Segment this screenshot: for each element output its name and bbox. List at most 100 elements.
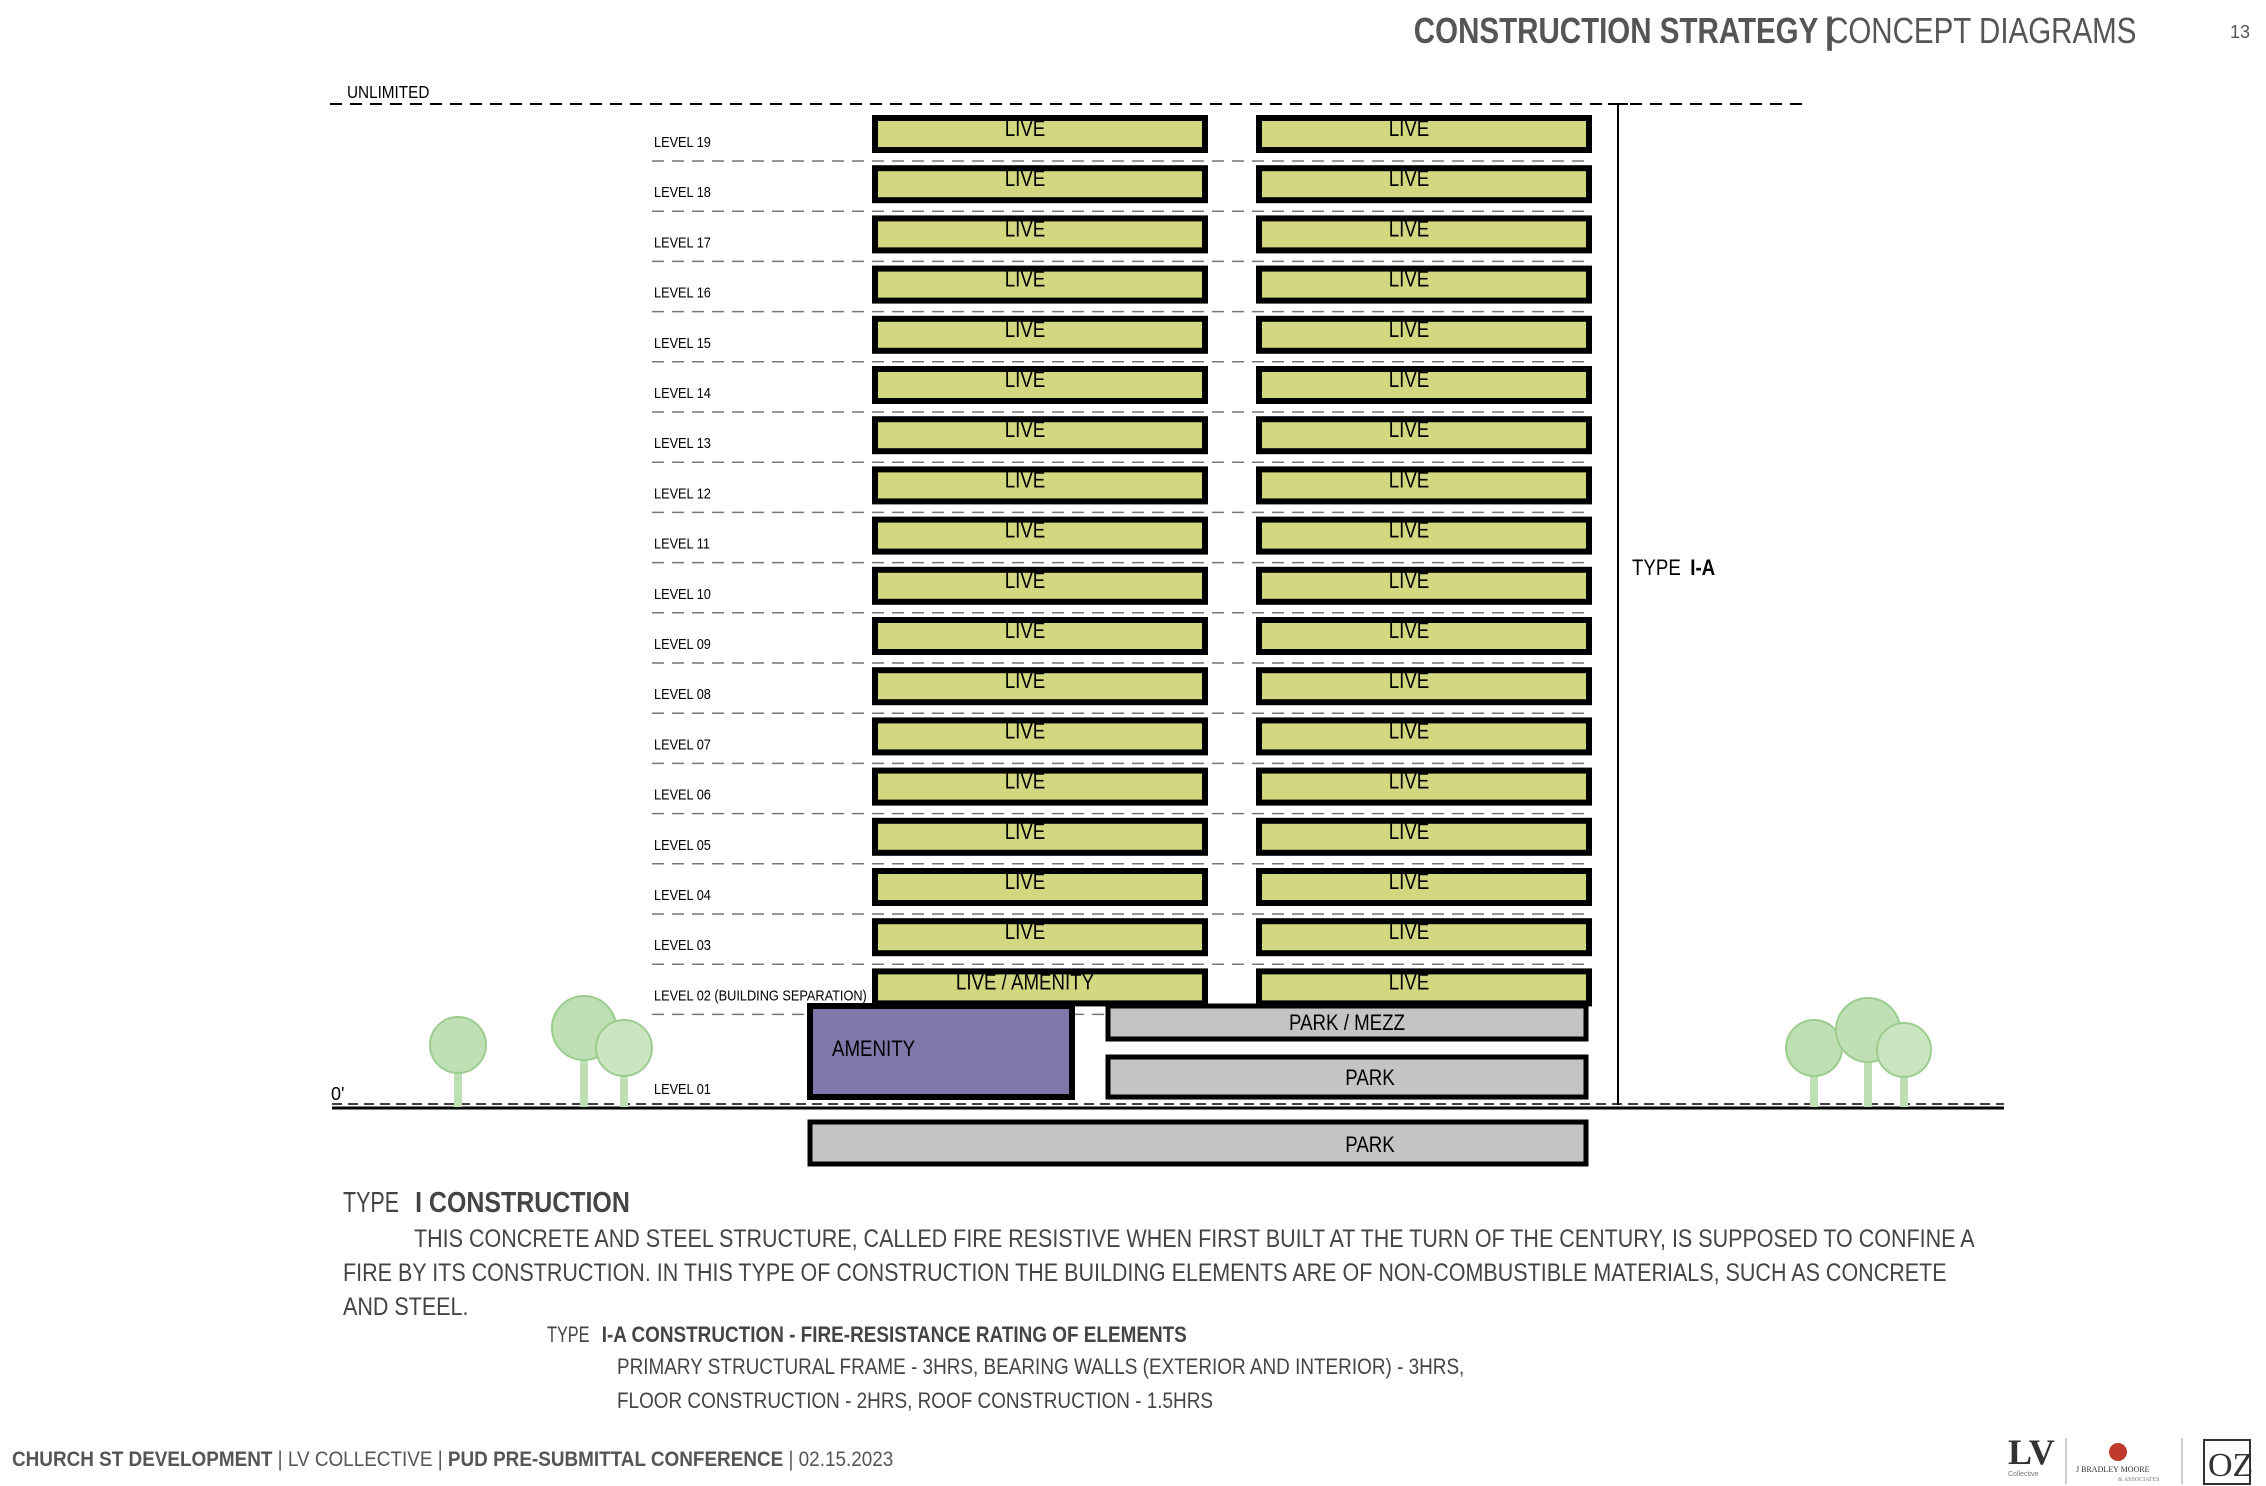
live-unit-label: LIVE (1005, 720, 1046, 744)
live-unit-label: LIVE (1005, 871, 1046, 895)
live-unit-label: LIVE (1389, 419, 1430, 443)
tree-icon-right-3 (1876, 1022, 1932, 1107)
live-unit-block (1256, 115, 1592, 153)
live-unit-block (872, 215, 1208, 254)
footer-project: CHURCH ST DEVELOPMENT (12, 1448, 273, 1471)
construction-diagram: UNLIMITED TYPE I-A LEVEL 19 LEVEL 18 LEVEL… (330, 82, 2004, 1167)
live-unit-block (1256, 315, 1592, 354)
level-label: LEVEL 16 (654, 284, 711, 301)
amenity-label: AMENITY (832, 1038, 915, 1062)
live-unit-block (872, 617, 1208, 655)
tree-icon-left-3 (595, 1019, 653, 1107)
live-unit-block (1256, 968, 1592, 1007)
jbm-logo-sub: & ASSOCIATES (2118, 1477, 2160, 1483)
live-unit-label: LIVE (1389, 118, 1430, 142)
live-unit-block (872, 265, 1208, 304)
live-unit-label: LIVE (1389, 369, 1430, 393)
live-unit-block (1256, 165, 1592, 204)
level-label: LEVEL 07 (654, 735, 711, 752)
description-heading: TYPE I CONSTRUCTION (343, 1186, 677, 1220)
level-label: LEVEL 13 (654, 434, 711, 451)
description-heading-prefix: TYPE (343, 1187, 400, 1219)
live-unit-block (1256, 617, 1592, 655)
live-unit-block (872, 416, 1208, 455)
header-separator: | (1824, 10, 1835, 51)
oz-logo-text: OZ (2208, 1447, 2253, 1484)
live-unit-label: LIVE (1389, 168, 1430, 192)
live-unit-label: LIVE (1005, 770, 1046, 794)
live-unit-label: LIVE / AMENITY (956, 971, 1094, 995)
sub-heading-prefix: TYPE (547, 1322, 590, 1347)
live-unit-label: LIVE (1005, 670, 1046, 694)
live-unit-label: LIVE (1389, 720, 1430, 744)
live-unit-block (872, 165, 1208, 204)
description-line-2: FIRE BY ITS CONSTRUCTION. IN THIS TYPE O… (343, 1256, 2208, 1290)
rating-line-2: FLOOR CONSTRUCTION - 2HRS, ROOF CONSTRUC… (617, 1384, 1310, 1418)
header-title-light: CONCEPT DIAGRAMS (1826, 10, 2137, 51)
park-mezz-label: PARK / MEZZ (1289, 1012, 1405, 1036)
live-unit-label: LIVE (1005, 168, 1046, 192)
footer: CHURCH ST DEVELOPMENT | LV COLLECTIVE | … (12, 1448, 991, 1472)
live-unit-label: LIVE (1389, 971, 1430, 995)
live-unit-block (872, 315, 1208, 354)
live-unit-block (1256, 918, 1592, 957)
live-unit-block (872, 667, 1208, 706)
basement-park-block (807, 1119, 1589, 1167)
page-header: CONSTRUCTION STRATEGY | CONCEPT DIAGRAMS (1325, 10, 2204, 52)
park-block (1105, 1054, 1589, 1100)
type-label-bold: I-A (1690, 557, 1715, 581)
lv-collective-logo: LV Collective (2008, 1432, 2055, 1478)
live-unit-label: LIVE (1005, 569, 1046, 593)
live-unit-label: LIVE (1389, 921, 1430, 945)
live-unit-block (1256, 265, 1592, 304)
live-unit-label: LIVE (1389, 218, 1430, 242)
type-label: TYPE I-A (1632, 557, 1715, 581)
live-unit-block (1256, 868, 1592, 906)
live-unit-block (1256, 416, 1592, 455)
level-label: LEVEL 14 (654, 384, 711, 401)
live-unit-block (872, 717, 1208, 756)
level-label: LEVEL 19 (654, 133, 711, 150)
jbm-logo-text: J BRADLEY MOORE (2076, 1465, 2150, 1474)
level-label: LEVEL 09 (654, 635, 711, 652)
page-number: 13 (2229, 22, 2250, 42)
amenity-block (807, 1003, 1075, 1100)
live-unit-label: LIVE (1005, 921, 1046, 945)
live-units: LIVE LIVE LIVE LIVE LIVE LIVE LIVE LIVE LIVE LIVE… (872, 115, 1592, 1007)
live-unit-block (1256, 767, 1592, 806)
live-unit-block (872, 566, 1208, 605)
footer-sep-3: | (788, 1448, 794, 1471)
live-unit-block (872, 516, 1208, 555)
live-unit-block (1256, 366, 1592, 404)
level-label: LEVEL 12 (654, 484, 711, 501)
level-label: LEVEL 04 (654, 886, 711, 903)
description-line-3: AND STEEL. (343, 1290, 489, 1324)
level-label: LEVEL 06 (654, 786, 711, 803)
live-unit-block (1256, 566, 1592, 605)
sub-heading-bold: I-A CONSTRUCTION - FIRE-RESISTANCE RATIN… (601, 1322, 1187, 1347)
live-unit-block (872, 466, 1208, 505)
unlimited-label: UNLIMITED (347, 82, 429, 102)
live-unit-label: LIVE (1005, 218, 1046, 242)
tree-icon-right-1 (1785, 1019, 1843, 1107)
description-body-line-2: FIRE BY ITS CONSTRUCTION. IN THIS TYPE O… (343, 1259, 1947, 1287)
footer-meeting: PUD PRE-SUBMITTAL CONFERENCE (447, 1448, 784, 1471)
level-label: LEVEL 10 (654, 585, 711, 602)
live-unit-block (872, 817, 1208, 856)
live-unit-label: LIVE (1389, 519, 1430, 543)
live-unit-block (872, 918, 1208, 957)
level-label: LEVEL 03 (654, 936, 711, 953)
level-label: LEVEL 01 (654, 1080, 711, 1097)
level-lines (652, 160, 1590, 1016)
live-unit-block (872, 366, 1208, 404)
footer-logos: LV Collective J BRADLEY MOORE & ASSOCIAT… (2008, 1432, 2253, 1485)
live-unit-label: LIVE (1005, 419, 1046, 443)
level-label: LEVEL 02 (BUILDING SEPARATION) (654, 986, 867, 1003)
live-unit-block (1256, 667, 1592, 706)
footer-sep-2: | (437, 1448, 443, 1471)
level-label: LEVEL 15 (654, 334, 711, 351)
live-unit-label: LIVE (1389, 670, 1430, 694)
level-label: LEVEL 11 (654, 535, 710, 552)
level-label: LEVEL 18 (654, 183, 711, 200)
description-heading-bold: I CONSTRUCTION (415, 1187, 630, 1219)
